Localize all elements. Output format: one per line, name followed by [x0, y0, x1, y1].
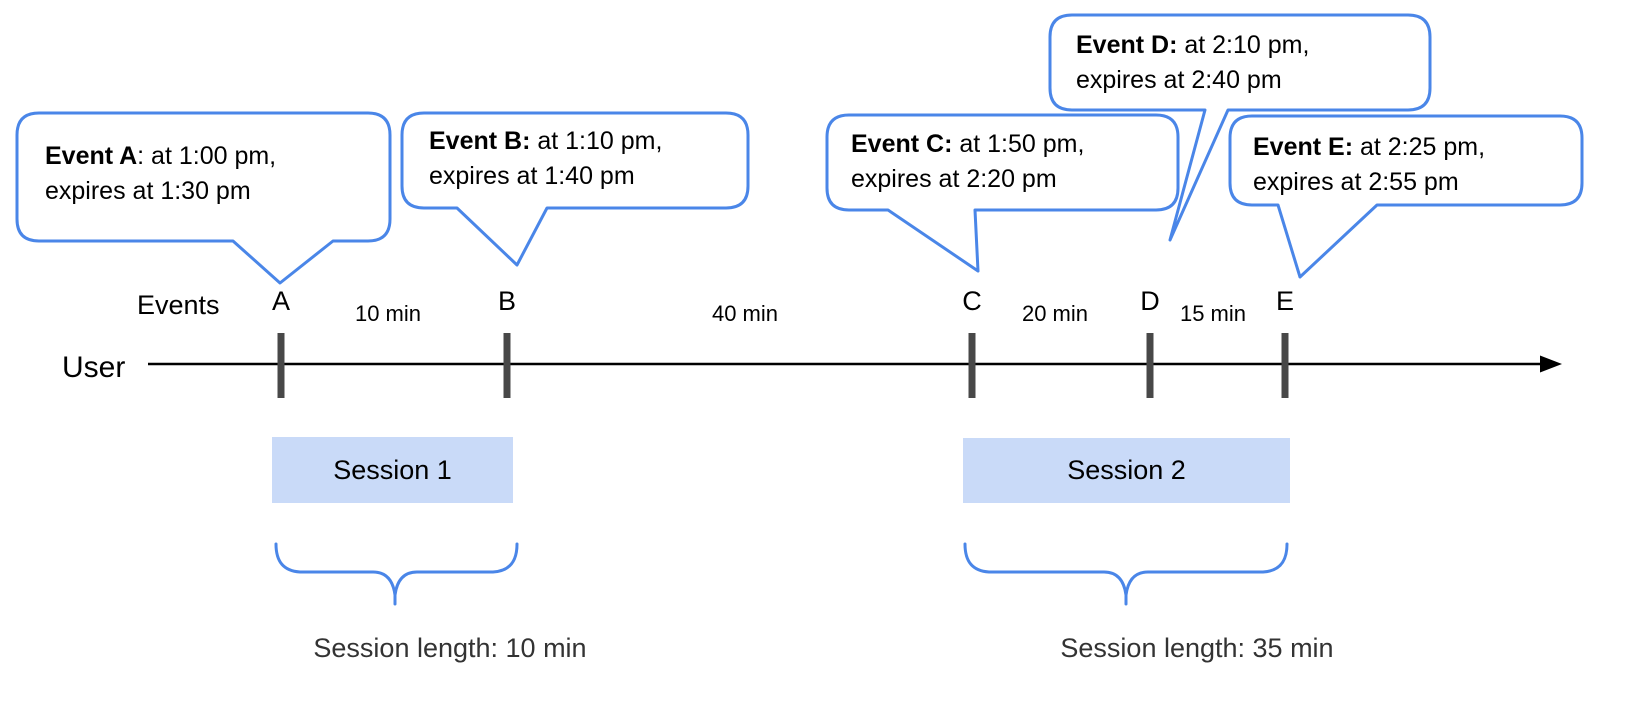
user-axis-label: User [62, 351, 126, 384]
event-b-title: Event B: [429, 127, 531, 155]
event-b-time: at 1:10 pm, [530, 127, 663, 155]
events-axis-label: Events [137, 290, 220, 320]
tick-label-c: C [962, 286, 982, 316]
session2-length-caption: Session length: 35 min [1060, 633, 1334, 663]
tick-e [1281, 333, 1289, 398]
timeline-arrowhead-icon [1540, 355, 1562, 373]
event-a-line2: expires at 1:30 pm [45, 177, 251, 205]
event-a-title: Event A [45, 142, 138, 170]
tick-a [277, 333, 285, 398]
event-a-time: : at 1:00 pm, [137, 142, 277, 170]
event-b-bubble-shape [400, 111, 750, 267]
event-a-bubble-shape [15, 111, 392, 285]
event-b-line1: Event B: at 1:10 pm, [429, 124, 662, 159]
event-e-bubble-shape [1228, 114, 1584, 279]
event-d-line2: expires at 2:40 pm [1076, 66, 1282, 94]
event-e-line1: Event E: at 2:25 pm, [1253, 130, 1485, 165]
tick-label-b: B [497, 286, 516, 316]
event-c-title: Event C: [851, 130, 953, 158]
interval-d-e-label: 15 min [1179, 301, 1247, 326]
session2-label: Session 2 [1067, 455, 1186, 485]
tick-label-e: E [1275, 286, 1294, 316]
event-d-bubble-shape [1048, 13, 1432, 242]
event-d-time: at 2:10 pm, [1177, 31, 1310, 59]
event-c-line1: Event C: at 1:50 pm, [851, 127, 1084, 162]
session1-label: Session 1 [333, 454, 452, 485]
session1-box: Session 1 [272, 437, 513, 503]
interval-c-d-label: 20 min [1021, 301, 1089, 326]
event-c-line2: expires at 2:20 pm [851, 165, 1057, 193]
event-e-title: Event E: [1253, 133, 1354, 161]
session1-brace [274, 542, 519, 606]
event-a-bubble-text: Event A: at 1:00 pm, expires at 1:30 pm [45, 139, 276, 209]
event-d-title: Event D: [1076, 31, 1178, 59]
session2-brace [963, 542, 1289, 606]
event-e-time: at 2:25 pm, [1353, 133, 1486, 161]
session1-length-caption: Session length: 10 min [313, 633, 587, 663]
event-b-bubble-text: Event B: at 1:10 pm, expires at 1:40 pm [429, 124, 662, 194]
tick-d [1146, 333, 1154, 398]
event-c-bubble-shape [825, 113, 1180, 273]
event-d-bubble-text: Event D: at 2:10 pm, expires at 2:40 pm [1076, 28, 1309, 98]
interval-b-c-label: 40 min [711, 301, 779, 326]
interval-a-b-label: 10 min [354, 301, 422, 326]
tick-label-d: D [1140, 286, 1160, 316]
tick-label-a: A [271, 286, 290, 316]
event-d-line1: Event D: at 2:10 pm, [1076, 28, 1309, 63]
event-c-bubble-text: Event C: at 1:50 pm, expires at 2:20 pm [851, 127, 1084, 197]
event-b-line2: expires at 1:40 pm [429, 162, 635, 190]
event-c-time: at 1:50 pm, [952, 130, 1085, 158]
tick-c [968, 333, 976, 398]
event-e-line2: expires at 2:55 pm [1253, 168, 1459, 196]
session2-box: Session 2 [963, 438, 1290, 503]
event-a-line1: Event A: at 1:00 pm, [45, 139, 276, 174]
tick-b [503, 333, 511, 398]
event-e-bubble-text: Event E: at 2:25 pm, expires at 2:55 pm [1253, 130, 1485, 200]
